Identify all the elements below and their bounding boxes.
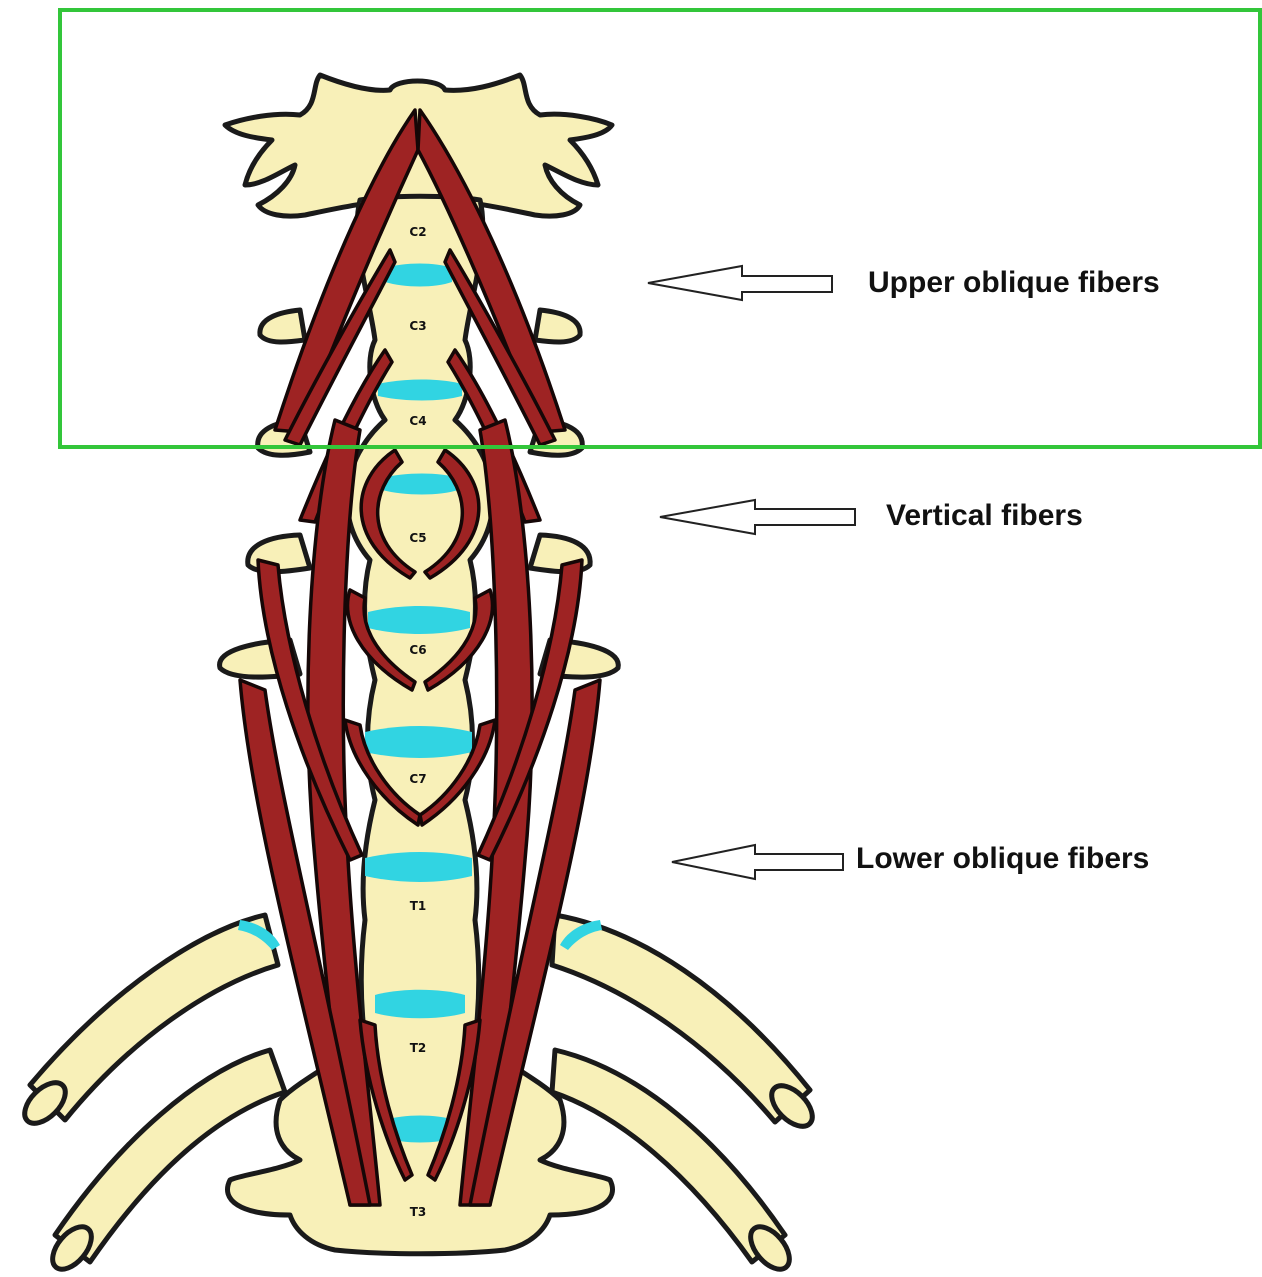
callout-vertical-fibers: Vertical fibers bbox=[886, 499, 1083, 533]
label-c3: C3 bbox=[409, 319, 426, 333]
label-t1: T1 bbox=[410, 899, 427, 913]
label-t3: T3 bbox=[410, 1205, 427, 1219]
disc-c4-c5 bbox=[382, 474, 458, 495]
disc-c7-t1 bbox=[365, 852, 472, 882]
vertebral-body-column bbox=[228, 196, 613, 1254]
callout-upper-oblique-fibers: Upper oblique fibers bbox=[868, 266, 1160, 300]
highlight-frame bbox=[60, 10, 1260, 447]
label-t2: T2 bbox=[410, 1041, 427, 1055]
arrow-vertical bbox=[660, 500, 855, 534]
arrow-lower-oblique bbox=[672, 845, 843, 879]
callout-lower-oblique-fibers: Lower oblique fibers bbox=[856, 842, 1149, 876]
disc-c5-c6 bbox=[368, 606, 470, 634]
label-c6: C6 bbox=[409, 643, 426, 657]
disc-c6-c7 bbox=[365, 726, 472, 758]
label-c7: C7 bbox=[409, 772, 426, 786]
arrow-upper-oblique bbox=[648, 266, 832, 300]
label-c4: C4 bbox=[409, 414, 426, 428]
transverse-process-c3-left bbox=[260, 310, 305, 342]
label-c5: C5 bbox=[409, 531, 426, 545]
disc-t1-t2 bbox=[375, 990, 465, 1019]
callout-arrows bbox=[648, 266, 855, 879]
disc-c3-c4 bbox=[378, 380, 462, 401]
disc-c2-c3 bbox=[385, 264, 452, 287]
transverse-process-c3-right bbox=[535, 310, 580, 342]
label-c2: C2 bbox=[409, 225, 426, 239]
